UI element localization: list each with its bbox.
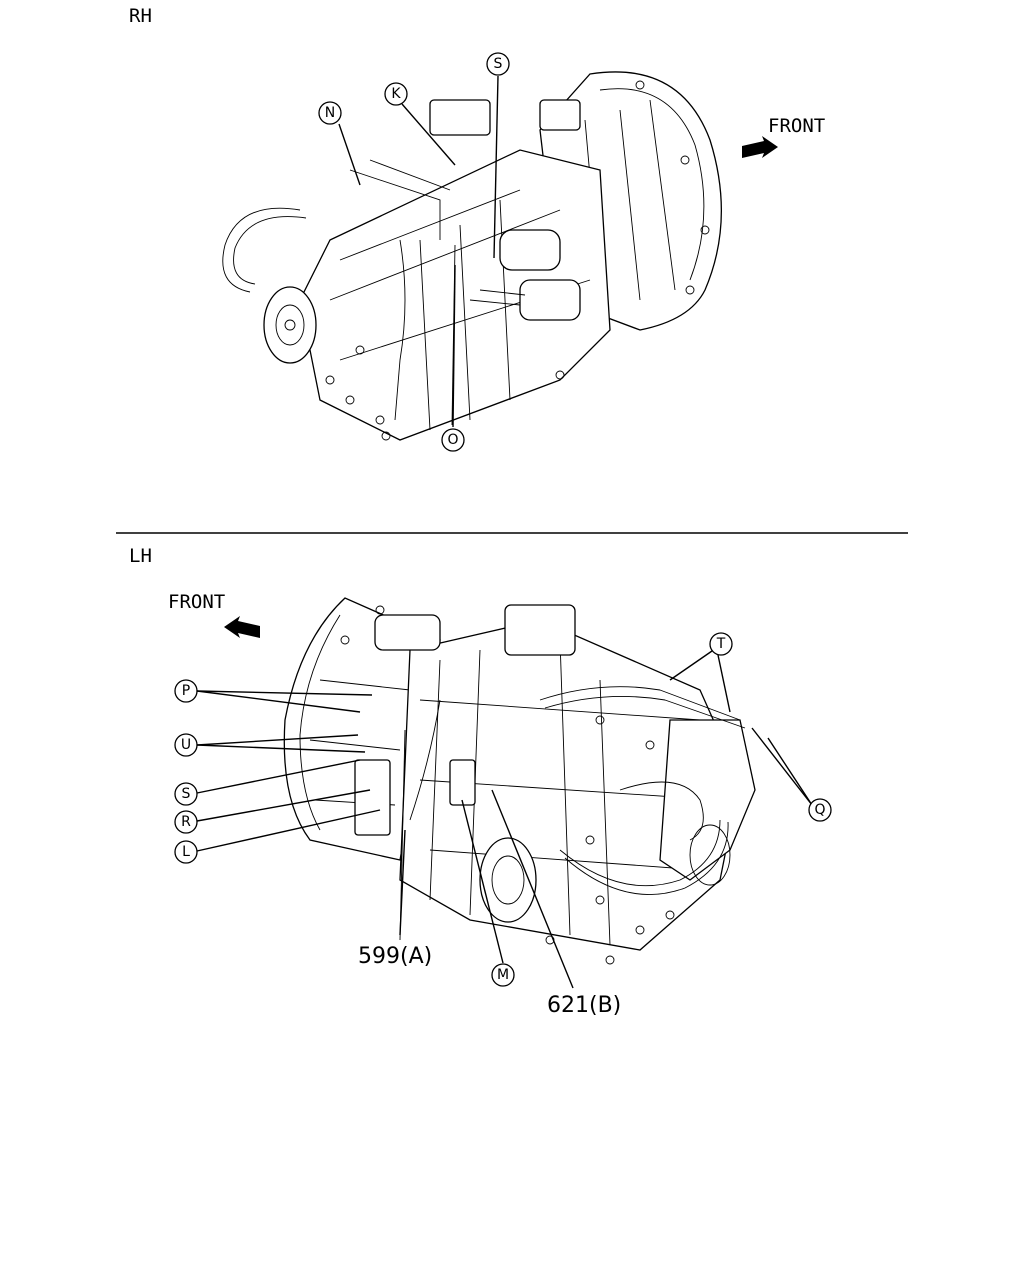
svg-text:Q: Q	[814, 802, 825, 818]
svg-text:N: N	[325, 105, 335, 121]
lh-callout-u: U	[174, 733, 198, 757]
svg-text:L: L	[182, 844, 190, 860]
rh-front-arrow	[742, 136, 778, 158]
rh-view-label: RH	[129, 5, 152, 27]
part-ref-599a: 599(A)	[358, 944, 432, 969]
rh-transmission-illustration	[222, 71, 723, 441]
lh-front-label: FRONT	[168, 591, 225, 613]
rh-callout-n: N	[318, 101, 342, 125]
rh-callout-k: K	[384, 82, 408, 106]
svg-text:K: K	[391, 86, 401, 102]
lh-leader-lines	[196, 650, 813, 989]
svg-text:T: T	[716, 636, 726, 652]
lh-callout-l: L	[174, 840, 198, 864]
rh-callout-o: O	[441, 428, 465, 452]
lh-callout-t: T	[709, 632, 733, 656]
svg-text:R: R	[181, 814, 191, 830]
svg-text:P: P	[182, 683, 190, 699]
svg-text:U: U	[181, 737, 191, 753]
lh-callout-s: S	[174, 782, 198, 806]
svg-text:S: S	[182, 786, 191, 802]
svg-text:S: S	[494, 56, 503, 72]
rh-front-label: FRONT	[768, 115, 825, 137]
lh-transmission-illustration	[283, 597, 756, 965]
svg-text:M: M	[497, 967, 509, 983]
svg-text:O: O	[447, 432, 458, 448]
part-ref-621b: 621(B)	[547, 993, 621, 1018]
lh-callout-m: M	[491, 963, 515, 987]
lh-front-arrow	[224, 616, 260, 638]
lh-callout-p: P	[174, 679, 198, 703]
lh-callout-r: R	[174, 810, 198, 834]
lh-view-label: LH	[129, 545, 152, 567]
rh-leader-lines	[338, 75, 499, 428]
rh-callout-s: S	[486, 52, 510, 76]
lh-callout-q: Q	[808, 798, 832, 822]
